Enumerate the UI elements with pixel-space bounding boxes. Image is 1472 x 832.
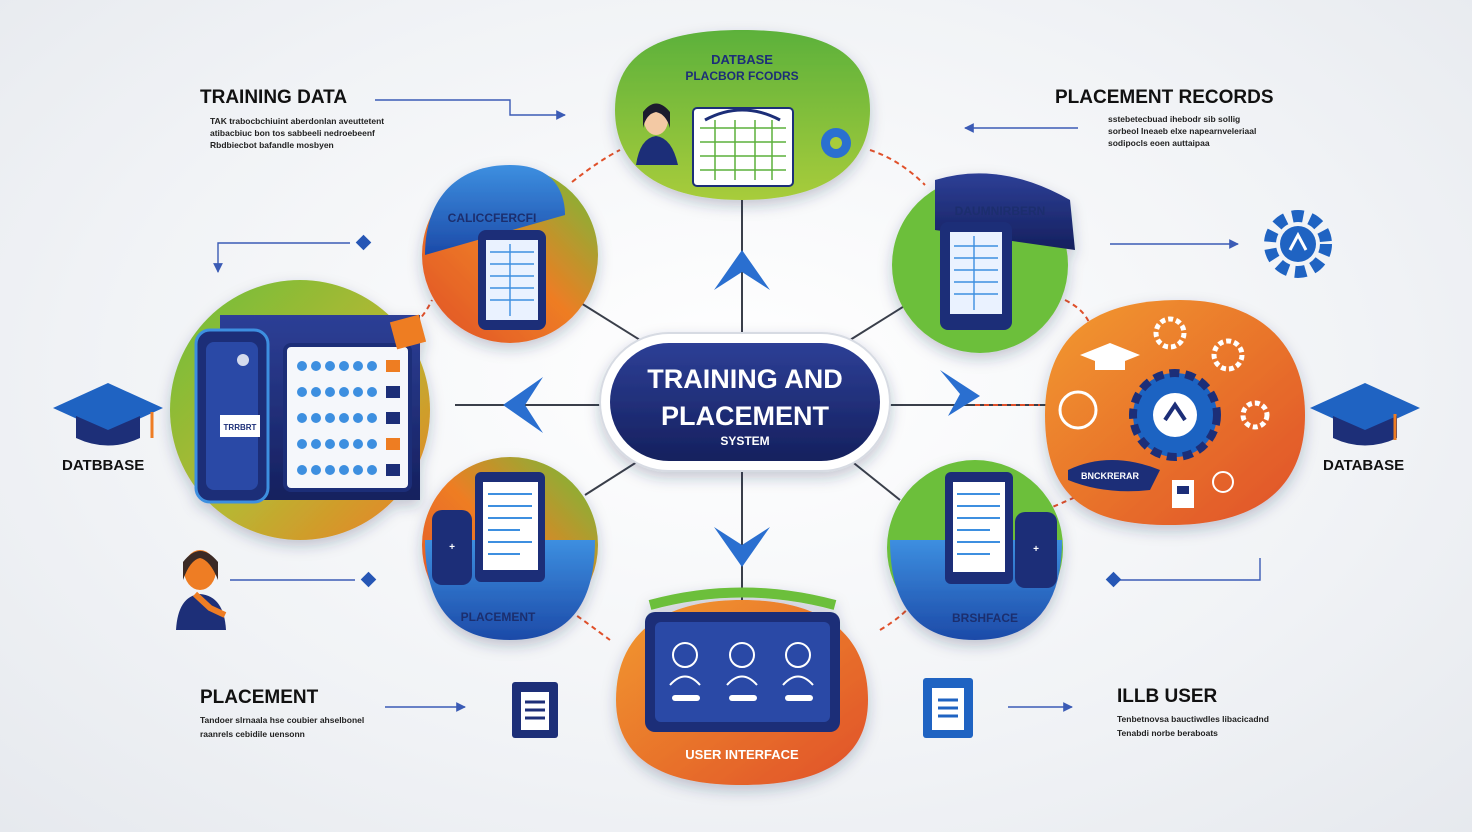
user-title: ILLB USER xyxy=(1117,686,1218,707)
node-top-line1: DATBASE xyxy=(711,52,773,67)
node-right-big-label: BNCKRERAR xyxy=(1081,471,1139,481)
node-lower-left-label: PLACEMENT xyxy=(461,610,536,624)
monitor-panel xyxy=(645,612,840,732)
database-left-label: DATBBASE xyxy=(62,457,144,474)
node-lower-right: + BRSHFACE xyxy=(887,460,1063,640)
plus-icon: + xyxy=(449,542,455,553)
placement-title: PLACEMENT xyxy=(200,687,319,708)
center-hub: TRAINING AND PLACEMENT SYSTEM xyxy=(599,332,891,472)
document-icon xyxy=(923,678,973,738)
center-title-line1: TRAINING AND xyxy=(647,364,843,394)
gear-icon xyxy=(1129,369,1221,461)
node-upper-left: CALICCFERCFI xyxy=(422,165,598,343)
center-title-line3: SYSTEM xyxy=(720,434,769,448)
document-icon xyxy=(1172,471,1234,508)
node-top-line2: PLACBOR FCODRS xyxy=(685,69,798,83)
node-lower-left: + PLACEMENT xyxy=(422,457,598,640)
server-icon: TRRBRT xyxy=(194,328,270,504)
node-bottom-user-interface: USER INTERFACE xyxy=(616,587,868,785)
document-icon xyxy=(945,472,1013,584)
gear-icon xyxy=(1153,316,1270,430)
training-data-line: Rbdbiecbot bafandle mosbyen xyxy=(210,140,334,150)
direction-arrows xyxy=(503,250,980,567)
node-lower-right-label: BRSHFACE xyxy=(952,611,1018,625)
node-top-database: DATBASE PLACBOR FCODRS xyxy=(615,30,870,200)
training-data-title: TRAINING DATA xyxy=(200,87,347,108)
center-title-line2: PLACEMENT xyxy=(661,401,830,431)
node-bottom-label: USER INTERFACE xyxy=(685,747,799,762)
user-line: Tenabdi norbe beraboats xyxy=(1117,728,1218,738)
arrow-icon xyxy=(714,250,770,290)
person-icon xyxy=(176,550,227,630)
placement-records-title: PLACEMENT RECORDS xyxy=(1055,87,1274,108)
arrow-icon xyxy=(714,527,770,567)
left-big-tag: TRRBRT xyxy=(224,423,257,432)
gear-icon xyxy=(1264,210,1332,278)
node-upper-left-label: CALICCFERCFI xyxy=(448,211,537,225)
status-panel xyxy=(283,343,412,492)
person-icon xyxy=(669,642,814,686)
document-icon xyxy=(512,682,558,738)
placement-records-line: sorbeol Ineaeb elxe napearnveleriaal xyxy=(1108,126,1256,136)
placement-records-line: sodipocls eoen auttaipaa xyxy=(1108,138,1210,148)
user-line: Tenbetnovsa bauctiwdles libacicadnd xyxy=(1117,714,1269,724)
person-icon xyxy=(636,103,678,165)
placement-line: raanrels cebidile uensonn xyxy=(200,729,305,739)
graduation-cap-icon xyxy=(1310,383,1420,446)
server-icon xyxy=(478,230,546,330)
server-icon xyxy=(940,222,1012,330)
person-icon xyxy=(1058,390,1098,430)
training-data-line: TAK trabocbchiuint aberdonlan aveutteten… xyxy=(210,116,384,126)
node-upper-right-label: DAUMNIRBERN xyxy=(955,204,1046,218)
pointer-lines xyxy=(213,99,1261,712)
spreadsheet-icon xyxy=(692,107,794,187)
node-upper-right: DAUMNIRBERN xyxy=(892,173,1075,353)
plus-icon: + xyxy=(1033,544,1039,555)
arrow-icon xyxy=(940,370,980,416)
node-right-records: BNCKRERAR xyxy=(1045,300,1305,525)
database-right-label: DATABASE xyxy=(1323,457,1404,474)
document-icon xyxy=(475,472,545,582)
gear-icon xyxy=(821,128,851,158)
arrow-icon xyxy=(503,377,543,433)
placement-line: Tandoer slrnaala hse coubier ahselbonel xyxy=(200,715,364,725)
placement-records-line: sstebetecbuad ihebodr sib sollig xyxy=(1108,114,1240,124)
node-left-database: TRRBRT xyxy=(170,280,430,540)
training-data-line: atibacbiuc bon tos sabbeeli nedroebeenf xyxy=(210,128,375,138)
graduation-cap-icon xyxy=(1080,343,1140,370)
graduation-cap-icon xyxy=(53,383,163,446)
